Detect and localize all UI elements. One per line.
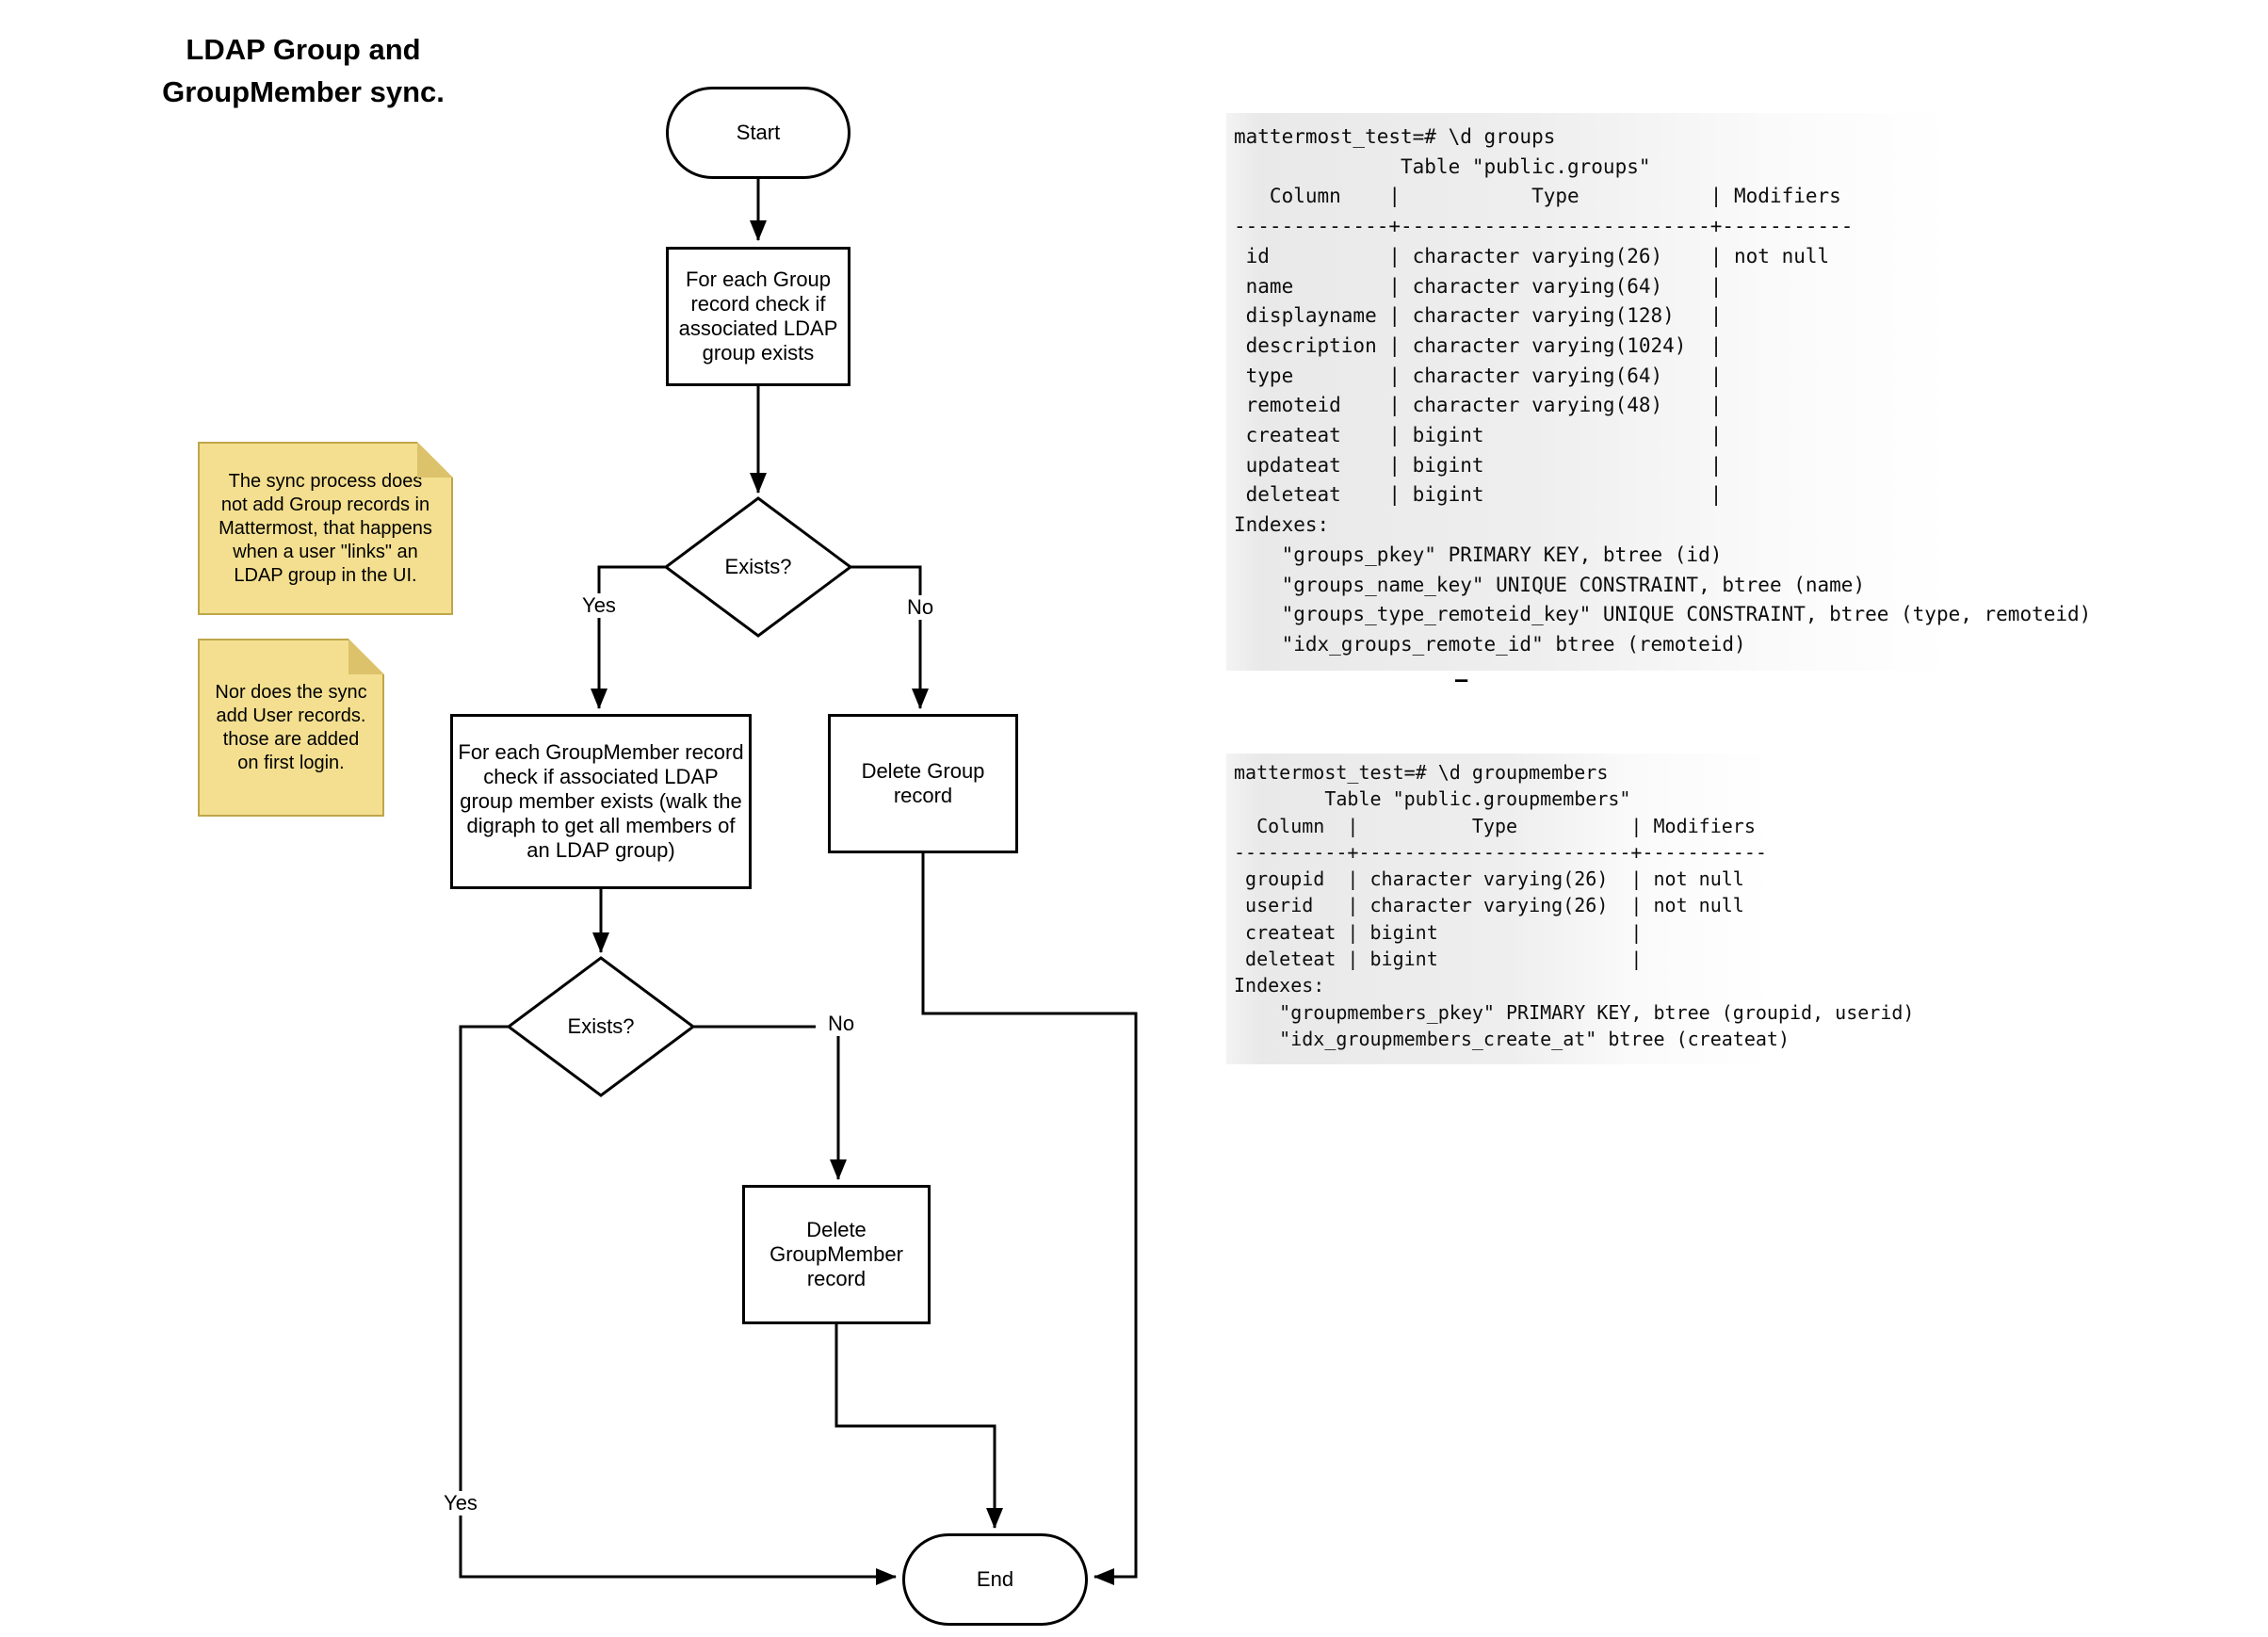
sticky-note-group-records: The sync process does not add Group reco… [198, 442, 453, 615]
delete-group-node: Delete Group record [828, 714, 1018, 853]
arrow-delete-group-to-end [921, 853, 1138, 1585]
decision1-yes-label: Yes [574, 593, 624, 618]
end-node: End [902, 1533, 1088, 1626]
arrow-decision2-yes-to-end [459, 1025, 897, 1585]
step-groupmember-check-node: For each GroupMember record check if ass… [450, 714, 752, 889]
stray-dash-text: – [1455, 669, 1468, 692]
folded-corner-icon [348, 639, 384, 674]
sticky-note-user-records-text: Nor does the sync add User records. thos… [215, 681, 367, 773]
terminal-groups-background [1226, 113, 2159, 671]
arrow-decision1-yes [591, 565, 666, 709]
delete-groupmember-node: Delete GroupMember record [742, 1185, 931, 1324]
decision1-no-label: No [895, 595, 946, 620]
decision2-no-label: No [816, 1012, 867, 1036]
decision2-yes-label: Yes [435, 1491, 486, 1515]
decision2-label: Exists? [537, 1014, 665, 1039]
step-group-check-node: For each Group record check if associate… [666, 247, 850, 386]
decision1-label: Exists? [694, 555, 822, 579]
sticky-note-user-records: Nor does the sync add User records. thos… [198, 639, 384, 817]
start-node: Start [666, 87, 850, 179]
folded-corner-icon [417, 442, 453, 478]
psql-groups-table-output: mattermost_test=# \d groups Table "publi… [1234, 125, 2092, 656]
arrow-decision1-no [850, 565, 929, 709]
terminal-groupmembers-background [1226, 754, 1848, 1064]
arrow-decision2-no [693, 1025, 847, 1180]
arrow-delete-groupmember-to-end [834, 1324, 1003, 1529]
page-title: LDAP Group and GroupMember sync. [162, 33, 445, 108]
psql-groupmembers-table-output: mattermost_test=# \d groupmembers Table … [1234, 761, 1915, 1050]
sticky-note-group-records-text: The sync process does not add Group reco… [219, 470, 432, 586]
